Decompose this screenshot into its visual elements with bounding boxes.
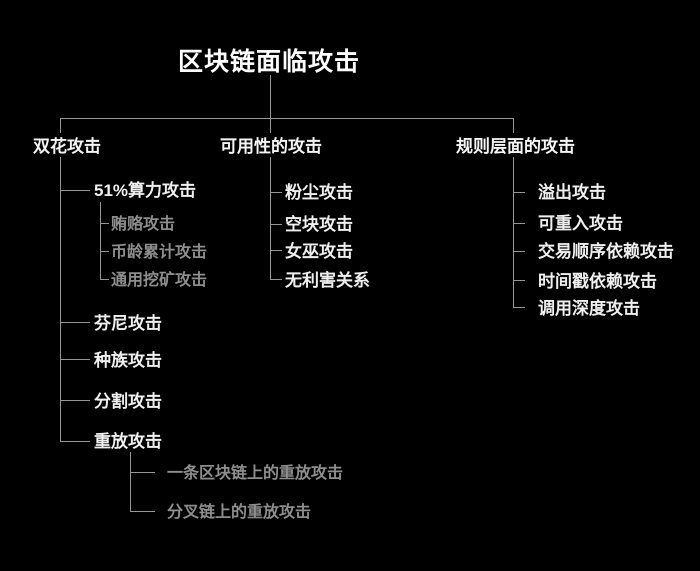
- connector-line: [270, 224, 282, 225]
- connector-line: [60, 118, 61, 133]
- connector-line: [100, 202, 101, 280]
- node-dust-attack: 粉尘攻击: [285, 183, 353, 202]
- node-empty-block-attack: 空块攻击: [285, 215, 353, 234]
- node-51-hashrate-attack: 51%算力攻击: [94, 181, 197, 200]
- connector-line: [60, 359, 90, 360]
- connector-line: [270, 75, 271, 118]
- node-finney-attack: 芬尼攻击: [94, 314, 162, 333]
- node-sybil-attack: 女巫攻击: [285, 242, 353, 261]
- node-double-spend-attack: 双花攻击: [33, 137, 101, 156]
- connector-line: [270, 250, 282, 251]
- connector-line: [130, 472, 155, 473]
- connector-line: [270, 279, 282, 280]
- connector-line: [60, 157, 61, 442]
- connector-line: [130, 511, 155, 512]
- connector-line: [270, 192, 282, 193]
- node-call-depth-attack: 调用深度攻击: [538, 299, 640, 318]
- connector-line: [270, 118, 271, 133]
- node-partition-attack: 分割攻击: [94, 392, 162, 411]
- node-nothing-at-stake: 无利害关系: [285, 271, 370, 290]
- node-transaction-order-dependence-attack: 交易顺序依赖攻击: [538, 242, 674, 261]
- connector-line: [513, 307, 525, 308]
- connector-line: [60, 322, 90, 323]
- node-coin-age-attack: 币龄累计攻击: [111, 244, 208, 261]
- connector-line: [100, 251, 109, 252]
- node-timestamp-dependence-attack: 时间戳依赖攻击: [538, 272, 657, 291]
- node-availability-attack: 可用性的攻击: [220, 137, 322, 156]
- connector-line: [60, 441, 90, 442]
- node-overflow-attack: 溢出攻击: [538, 183, 606, 202]
- node-rule-level-attack: 规则层面的攻击: [456, 137, 575, 156]
- node-bribe-attack: 贿赂攻击: [111, 216, 176, 233]
- node-replay-attack: 重放攻击: [94, 432, 162, 451]
- connector-line: [60, 400, 90, 401]
- connector-line: [513, 157, 514, 308]
- connector-line: [100, 223, 109, 224]
- node-race-attack: 种族攻击: [94, 351, 162, 370]
- connector-line: [60, 118, 514, 119]
- connector-line: [513, 251, 525, 252]
- node-same-chain-replay-attack: 一条区块链上的重放攻击: [167, 465, 344, 482]
- connector-line: [513, 118, 514, 133]
- connector-line: [270, 157, 271, 280]
- node-reentrancy-attack: 可重入攻击: [538, 214, 623, 233]
- connector-line: [60, 190, 90, 191]
- connector-line: [100, 279, 109, 280]
- connector-line: [130, 452, 131, 512]
- node-forked-chain-replay-attack: 分叉链上的重放攻击: [167, 504, 312, 521]
- connector-line: [513, 280, 525, 281]
- page-title: 区块链面临攻击: [178, 48, 361, 76]
- connector-line: [513, 192, 525, 193]
- connector-line: [513, 223, 525, 224]
- node-merged-mining-attack: 通用挖矿攻击: [111, 272, 208, 289]
